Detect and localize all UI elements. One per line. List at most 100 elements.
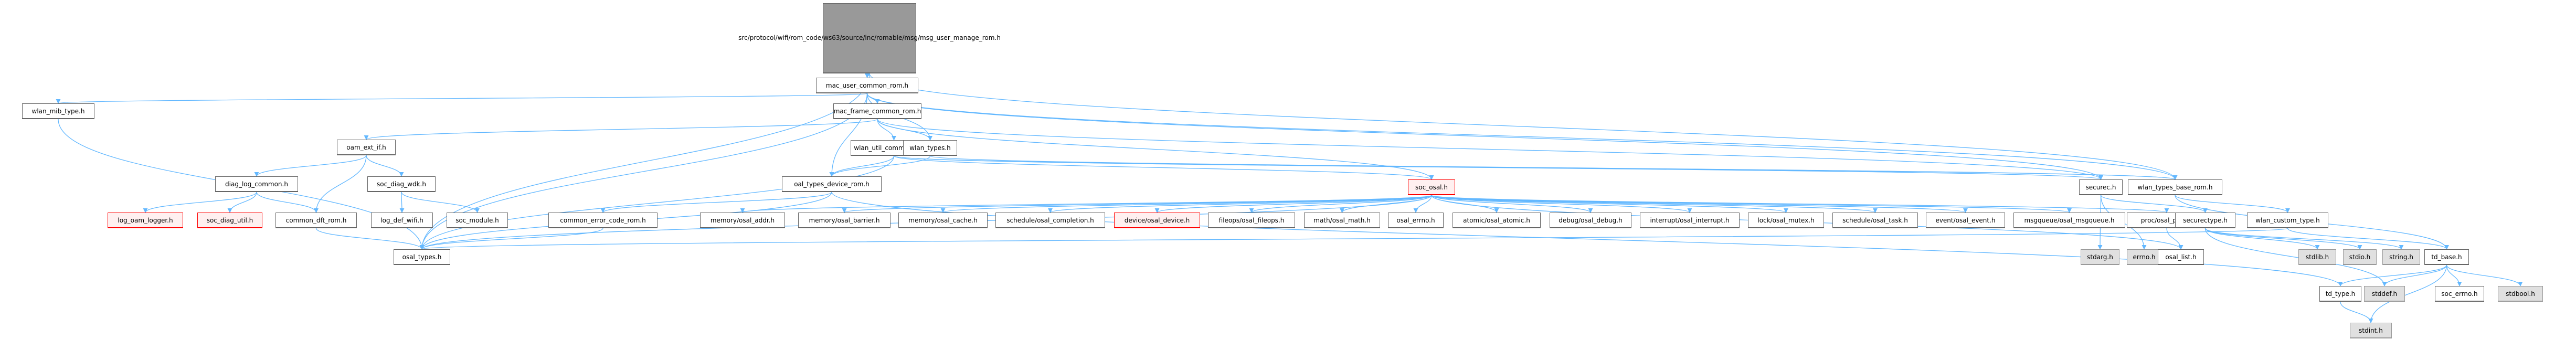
edge-td-base-to-stdbool: [2446, 264, 2523, 287]
node-osal-list[interactable]: osal_list.h: [2158, 249, 2204, 265]
edge-diag-log-common-to-log-oam-logger: [143, 192, 257, 213]
node-osal-interrupt[interactable]: interrupt/osal_interrupt.h: [1640, 213, 1740, 228]
node-soc-diag-util[interactable]: soc_diag_util.h: [197, 213, 262, 228]
node-mac-frame-common-rom[interactable]: mac_frame_common_rom.h: [833, 103, 921, 119]
edge-oam-ext-if-to-soc-diag-wdk: [366, 155, 404, 177]
edge-mac-user-common-rom-to-mac-frame-common-rom: [866, 93, 880, 104]
node-oal-types-device-rom[interactable]: oal_types_device_rom.h: [782, 176, 882, 192]
node-oam-ext-if[interactable]: oam_ext_if.h: [337, 140, 396, 155]
edge-common-dft-rom-to-osal-types: [315, 228, 425, 250]
node-osal-math[interactable]: math/osal_math.h: [1304, 213, 1380, 228]
node-osal-completion[interactable]: schedule/osal_completion.h: [995, 213, 1105, 228]
edge-oam-ext-if-to-common-dft-rom: [313, 155, 367, 213]
node-securec[interactable]: securec.h: [2079, 179, 2123, 195]
node-common-dft-rom[interactable]: common_dft_rom.h: [275, 213, 357, 228]
node-osal-cache[interactable]: memory/osal_cache.h: [898, 213, 988, 228]
node-osal-task[interactable]: schedule/osal_task.h: [1832, 213, 1918, 228]
edge-securectype-to-stdio: [2204, 228, 2362, 250]
node-wlan-types[interactable]: wlan_types.h: [903, 140, 957, 156]
edge-soc-diag-wdk-to-log-def-wifi: [399, 192, 405, 213]
node-log-def-wifi[interactable]: log_def_wifi.h: [371, 213, 433, 228]
edge-oal-types-device-rom-to-td-type: [831, 192, 2343, 287]
node-osal-types[interactable]: osal_types.h: [394, 249, 450, 265]
edge-mac-frame-common-rom-to-securec: [877, 119, 2103, 180]
edge-wlan-util-common-rom-to-securec: [893, 155, 2103, 180]
node-string[interactable]: string.h: [2382, 249, 2420, 265]
edge-securectype-to-stddef: [2204, 228, 2387, 287]
edge-wlan-types-base-rom-to-wlan-custom-type: [2175, 195, 2290, 213]
edge-mac-frame-common-rom-to-wlan-util-common-rom: [877, 119, 897, 141]
edge-wlan-custom-type-to-td-base: [2287, 228, 2449, 250]
node-diag-log-common[interactable]: diag_log_common.h: [215, 176, 298, 192]
edge-td-type-to-stdint: [2340, 301, 2373, 323]
edge-mac-frame-common-rom-to-oam-ext-if: [364, 119, 878, 140]
edge-soc-osal-to-osal-cache: [940, 195, 1432, 213]
edge-diag-log-common-to-soc-diag-util: [227, 192, 257, 213]
node-td-base[interactable]: td_base.h: [2424, 249, 2469, 265]
node-soc-diag-wdk[interactable]: soc_diag_wdk.h: [367, 176, 436, 192]
node-soc-errno[interactable]: soc_errno.h: [2435, 286, 2484, 302]
node-stdbool[interactable]: stdbool.h: [2498, 286, 2543, 302]
edge-wlan-util-common-rom-to-osal-types: [419, 155, 895, 250]
node-osal-event[interactable]: event/osal_event.h: [1926, 213, 2005, 228]
node-td-type[interactable]: td_type.h: [2319, 286, 2361, 302]
node-securectype[interactable]: securectype.h: [2175, 213, 2235, 228]
edge-soc-osal-to-osal-fileops: [1249, 195, 1432, 213]
edge-soc-osal-to-osal-completion: [1048, 195, 1432, 213]
edge-td-base-to-soc-errno: [2446, 264, 2462, 287]
edge-diag-log-common-to-common-dft-rom: [256, 192, 319, 213]
node-errno[interactable]: errno.h: [2127, 249, 2161, 265]
edge-osal-proc-to-osal-list: [2166, 228, 2183, 250]
node-stdarg[interactable]: stdarg.h: [2081, 249, 2119, 265]
edge-soc-osal-to-osal-device: [1154, 195, 1432, 213]
edge-soc-osal-to-osal-mutex: [1431, 195, 1788, 213]
edge-soc-osal-to-osal-addr: [740, 195, 1432, 213]
edge-soc-osal-to-osal-interrupt: [1431, 195, 1692, 213]
node-osal-barrier[interactable]: memory/osal_barrier.h: [798, 213, 891, 228]
node-stdlib[interactable]: stdlib.h: [2298, 249, 2336, 265]
node-wlan-custom-type[interactable]: wlan_custom_type.h: [2247, 213, 2328, 228]
node-mac-user-common-rom[interactable]: mac_user_common_rom.h: [816, 78, 918, 93]
node-osal-debug[interactable]: debug/osal_debug.h: [1550, 213, 1631, 228]
edge-wlan-util-common-rom-to-soc-osal: [893, 155, 1434, 180]
edge-oam-ext-if-to-diag-log-common: [254, 155, 367, 177]
edge-soc-osal-to-osal-debug: [1431, 195, 1593, 213]
edge-soc-osal-to-osal-proc: [1431, 195, 2169, 213]
node-stddef[interactable]: stddef.h: [2364, 286, 2405, 302]
edge-common-error-code-rom-to-osal-types: [419, 228, 603, 250]
node-soc-module[interactable]: soc_module.h: [447, 213, 508, 228]
node-osal-errno[interactable]: osal_errno.h: [1388, 213, 1444, 228]
node-log-oam-logger[interactable]: log_oam_logger.h: [108, 213, 183, 228]
edge-wlan-util-common-rom-to-oal-types-device-rom: [829, 155, 895, 177]
edge-mac-frame-common-rom-to-soc-osal: [877, 119, 1434, 180]
edge-wlan-types-to-oal-types-device-rom: [829, 155, 931, 177]
edge-soc-diag-wdk-to-soc-module: [401, 192, 480, 213]
edge-securectype-to-string: [2204, 228, 2404, 250]
node-wlan-types-base-rom[interactable]: wlan_types_base_rom.h: [2128, 179, 2222, 195]
edge-td-base-to-stdint: [2368, 264, 2447, 323]
edge-wlan-types-to-wlan-types-base-rom: [929, 155, 2177, 180]
edge-oal-types-device-rom-to-common-error-code-rom: [600, 192, 832, 213]
node-osal-device[interactable]: device/osal_device.h: [1114, 213, 1200, 228]
node-wlan-mib-type[interactable]: wlan_mib_type.h: [22, 103, 94, 119]
node-osal-mutex[interactable]: lock/osal_mutex.h: [1748, 213, 1824, 228]
node-osal-fileops[interactable]: fileops/osal_fileops.h: [1208, 213, 1295, 228]
edge-soc-osal-to-osal-errno: [1413, 195, 1432, 213]
edge-securec-to-securectype: [2100, 195, 2208, 213]
node-osal-atomic[interactable]: atomic/osal_atomic.h: [1453, 213, 1541, 228]
edge-td-base-to-td-type: [2338, 264, 2447, 287]
edge-mac-user-common-rom-to-wlan-types-base-rom: [866, 93, 2178, 180]
edge-root-to-wlan-types-base-rom: [869, 73, 2178, 180]
node-osal-msgqueue[interactable]: msgqueue/osal_msgqueue.h: [2013, 213, 2125, 228]
edge-mac-user-common-rom-to-securec: [866, 93, 2103, 180]
node-stdio[interactable]: stdio.h: [2343, 249, 2377, 265]
node-osal-addr[interactable]: memory/osal_addr.h: [700, 213, 785, 228]
node-root: src/protocol/wifi/rom_code/ws63/source/i…: [738, 3, 1001, 73]
edge-wlan-custom-type-to-osal-types: [420, 228, 2288, 250]
node-soc-osal[interactable]: soc_osal.h: [1408, 179, 1455, 195]
node-common-error-code-rom[interactable]: common_error_code_rom.h: [548, 213, 658, 228]
edge-mac-user-common-rom-to-wlan-mib-type: [56, 93, 868, 104]
node-stdint[interactable]: stdint.h: [2350, 323, 2392, 338]
